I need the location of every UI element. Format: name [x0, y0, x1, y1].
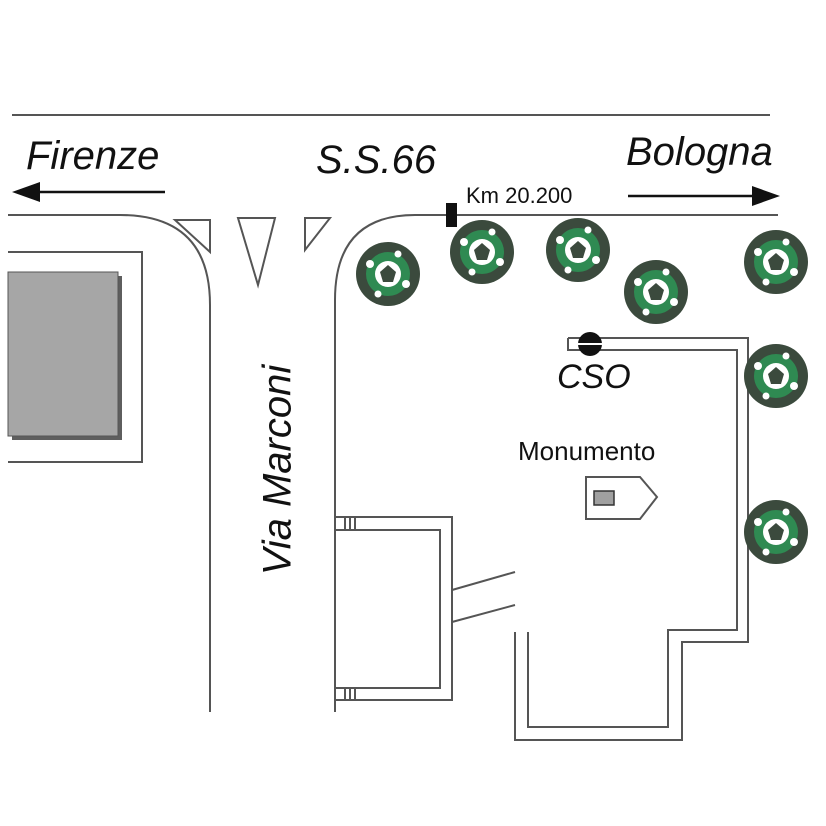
building-outline — [8, 251, 143, 463]
tree-icon — [450, 220, 514, 284]
tree-icon — [356, 242, 420, 306]
tree-icon — [624, 260, 688, 324]
tree-icon — [744, 230, 808, 294]
lower-block — [335, 516, 516, 701]
monument-icon — [585, 476, 659, 520]
traffic-islands — [172, 217, 333, 289]
tree-icon — [744, 500, 808, 564]
arrow-left-icon — [12, 182, 165, 202]
side-street-label: Via Marconi — [255, 364, 300, 576]
traffic-island-left — [172, 219, 211, 255]
km-marker-icon — [446, 203, 457, 227]
destination-right-label: Bologna — [626, 130, 773, 174]
road-edge-south-west — [8, 214, 211, 712]
park-outline — [514, 337, 749, 741]
km-marker-label: Km 20.200 — [466, 183, 573, 208]
arrow-right-icon — [628, 186, 780, 206]
road-edge-south-east — [334, 214, 778, 712]
road-name-label: S.S.66 — [316, 138, 437, 182]
tree-icon — [744, 344, 808, 408]
destination-left-label: Firenze — [26, 134, 160, 178]
building — [7, 271, 119, 437]
traffic-island-center — [236, 217, 277, 289]
station-label: CSO — [557, 358, 631, 396]
traffic-island-right — [304, 217, 333, 253]
tree-icon — [546, 218, 610, 282]
landmark-label: Monumento — [518, 436, 656, 466]
